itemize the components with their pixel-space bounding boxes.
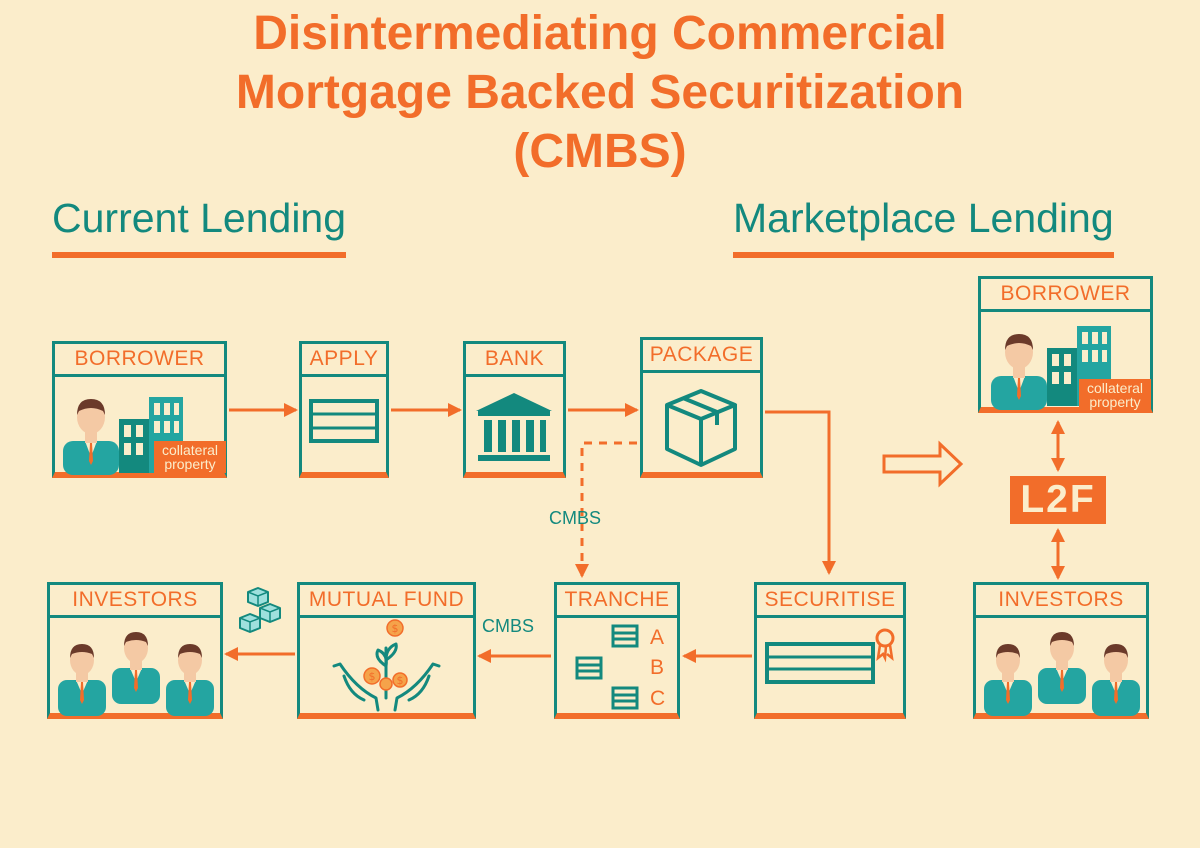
page-title: Disintermediating Commercial Mortgage Ba… [0,4,1200,181]
marketplace-lending-heading: Marketplace Lending [733,194,1114,258]
securitise-box: SECURITISE [754,582,906,719]
title-line-1: Disintermediating Commercial [253,7,947,60]
svg-text:$: $ [369,670,376,683]
mutual-fund-box: MUTUAL FUND $ $ $ [297,582,476,719]
title-line-2: Mortgage Backed Securitization [235,66,965,119]
marketplace-collateral-line-2: property [1089,394,1141,410]
apply-box: APPLY [299,341,389,478]
package-icon [665,389,737,467]
tranche-a: A [650,626,665,649]
marketplace-borrower-box: BORROWER collateral property [978,276,1153,413]
person-icon [991,334,1047,410]
securitise-label: SECURITISE [757,585,903,618]
tranche-label: TRANCHE [557,585,677,618]
mutual-fund-label: MUTUAL FUND [300,585,473,618]
marketplace-investors-box: INVESTORS [973,582,1149,719]
document-stack-icon [575,624,639,710]
transition-arrow-icon [882,440,964,488]
package-box: PACKAGE [640,337,763,478]
person-icon [1038,632,1086,704]
person-icon [166,644,214,716]
marketplace-borrower-label: BORROWER [981,279,1150,312]
arrow-package-to-securitise [765,410,836,575]
collateral-line-1: collateral [161,442,219,458]
apply-label: APPLY [302,344,386,377]
marketplace-investors-label: INVESTORS [976,585,1146,618]
borrower-box: BORROWER collateral property [52,341,227,478]
cmbs-dashed-label: CMBS [549,508,602,528]
tranche-b: B [650,656,665,679]
tranche-box: TRANCHE A B C [554,582,680,719]
investors-icon [984,632,1140,716]
person-icon [112,632,160,704]
tranche-c: C [650,687,666,710]
person-icon [63,399,119,475]
person-icon [58,644,106,716]
collateral-property-tag: collateral property [154,441,226,473]
person-icon [1092,644,1140,716]
certificate-icon [765,628,895,684]
l2f-platform-badge: L2F [1010,476,1106,524]
package-label: PACKAGE [643,340,760,373]
marketplace-collateral-property-tag: collateral property [1079,379,1151,411]
borrower-label: BORROWER [55,344,224,377]
svg-text:$: $ [397,674,404,687]
cmbs-arrow-label: CMBS [482,616,535,636]
collateral-line-2: property [164,456,216,472]
bank-icon [476,393,552,461]
money-plant-icon: $ $ $ [332,619,441,712]
bank-label: BANK [466,344,563,377]
bank-box: BANK [463,341,566,478]
dashed-arrow-bank-to-tranche [575,441,637,578]
current-lending-heading: Current Lending [52,194,347,258]
title-line-3: (CMBS) [513,125,687,178]
person-icon [984,644,1032,716]
cubes-icon [239,587,281,633]
investors-label: INVESTORS [50,585,220,618]
marketplace-collateral-line-1: collateral [1086,380,1144,396]
ribbon-icon [875,628,895,663]
investors-icon [58,632,214,716]
investors-box: INVESTORS [47,582,223,719]
svg-text:$: $ [392,622,399,635]
form-icon [309,399,379,443]
